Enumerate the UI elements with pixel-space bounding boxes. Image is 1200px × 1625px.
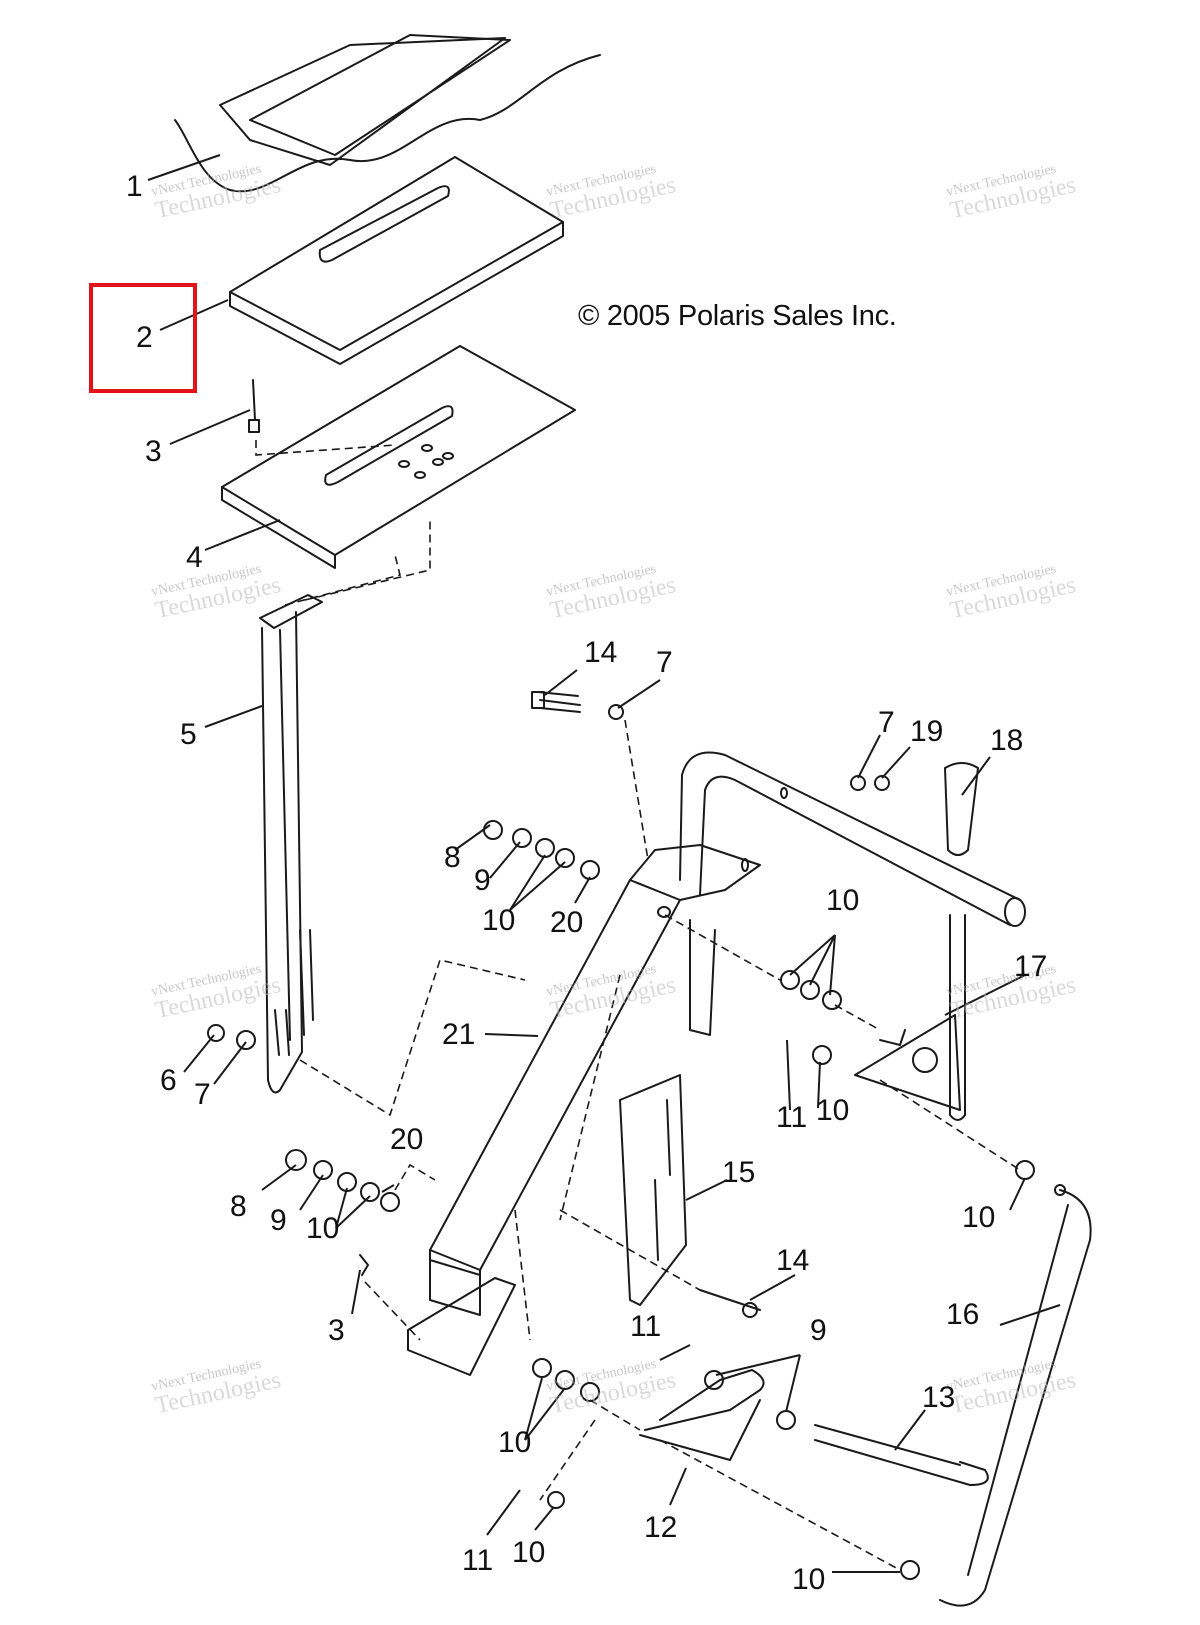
- callout-15[interactable]: 15: [722, 1156, 756, 1189]
- callout-9[interactable]: 9: [474, 864, 491, 897]
- alignment-lines: [364, 719, 1021, 1571]
- callout-9[interactable]: 9: [270, 1204, 287, 1237]
- part-14-bolts: [531, 691, 761, 1318]
- callout-20[interactable]: 20: [390, 1123, 424, 1156]
- part-18-knob: [944, 762, 979, 856]
- callout-20[interactable]: 20: [550, 906, 584, 939]
- callout-10[interactable]: 10: [826, 884, 860, 917]
- callout-2[interactable]: 2: [136, 321, 153, 354]
- callout-1[interactable]: 1: [126, 170, 143, 203]
- callout-4[interactable]: 4: [186, 541, 203, 574]
- callout-19[interactable]: 19: [910, 715, 944, 748]
- callout-7[interactable]: 7: [194, 1078, 211, 1111]
- part-17-crank: [854, 914, 966, 1121]
- callout-17[interactable]: 17: [1014, 950, 1048, 983]
- callout-10[interactable]: 10: [482, 904, 516, 937]
- callout-9[interactable]: 9: [810, 1314, 827, 1347]
- callout-21[interactable]: 21: [442, 1018, 476, 1051]
- callout-5[interactable]: 5: [180, 718, 197, 751]
- callout-7[interactable]: 7: [878, 706, 895, 739]
- callout-10[interactable]: 10: [792, 1563, 826, 1596]
- copyright-text: © 2005 Polaris Sales Inc.: [578, 300, 897, 332]
- callout-7[interactable]: 7: [656, 646, 673, 679]
- washers: [207, 704, 1035, 1580]
- part-handle-frame: [679, 751, 1026, 1036]
- callout-3[interactable]: 3: [328, 1314, 345, 1347]
- callout-10[interactable]: 10: [306, 1212, 340, 1245]
- callout-10[interactable]: 10: [498, 1426, 532, 1459]
- callout-16[interactable]: 16: [946, 1298, 980, 1331]
- callout-12[interactable]: 12: [644, 1511, 678, 1544]
- callout-8[interactable]: 8: [444, 841, 461, 874]
- part-12-lever: [639, 1369, 765, 1461]
- callout-3[interactable]: 3: [145, 435, 162, 468]
- highlight-box: [89, 283, 197, 393]
- callout-13[interactable]: 13: [922, 1381, 956, 1414]
- callout-10[interactable]: 10: [816, 1094, 850, 1127]
- part-5-bracket: [259, 520, 431, 1094]
- part-15-plate: [619, 1074, 687, 1306]
- callout-11[interactable]: 11: [462, 1544, 494, 1577]
- part-2-pad: [229, 156, 564, 365]
- part-21-arm: [299, 844, 761, 1376]
- callout-6[interactable]: 6: [160, 1064, 177, 1097]
- part-13-link: [814, 1424, 989, 1486]
- part-4-plate: [221, 345, 576, 569]
- callout-10[interactable]: 10: [962, 1201, 996, 1234]
- callout-14[interactable]: 14: [584, 636, 618, 669]
- callout-8[interactable]: 8: [230, 1190, 247, 1223]
- callout-10[interactable]: 10: [512, 1536, 546, 1569]
- part-16-rod: [939, 1184, 1092, 1607]
- callout-11[interactable]: 11: [630, 1310, 662, 1343]
- callout-18[interactable]: 18: [990, 724, 1024, 757]
- callout-14[interactable]: 14: [776, 1244, 810, 1277]
- part-1-mat: [174, 34, 601, 193]
- callout-11[interactable]: 11: [776, 1101, 808, 1134]
- part-3-rivet: [248, 379, 396, 456]
